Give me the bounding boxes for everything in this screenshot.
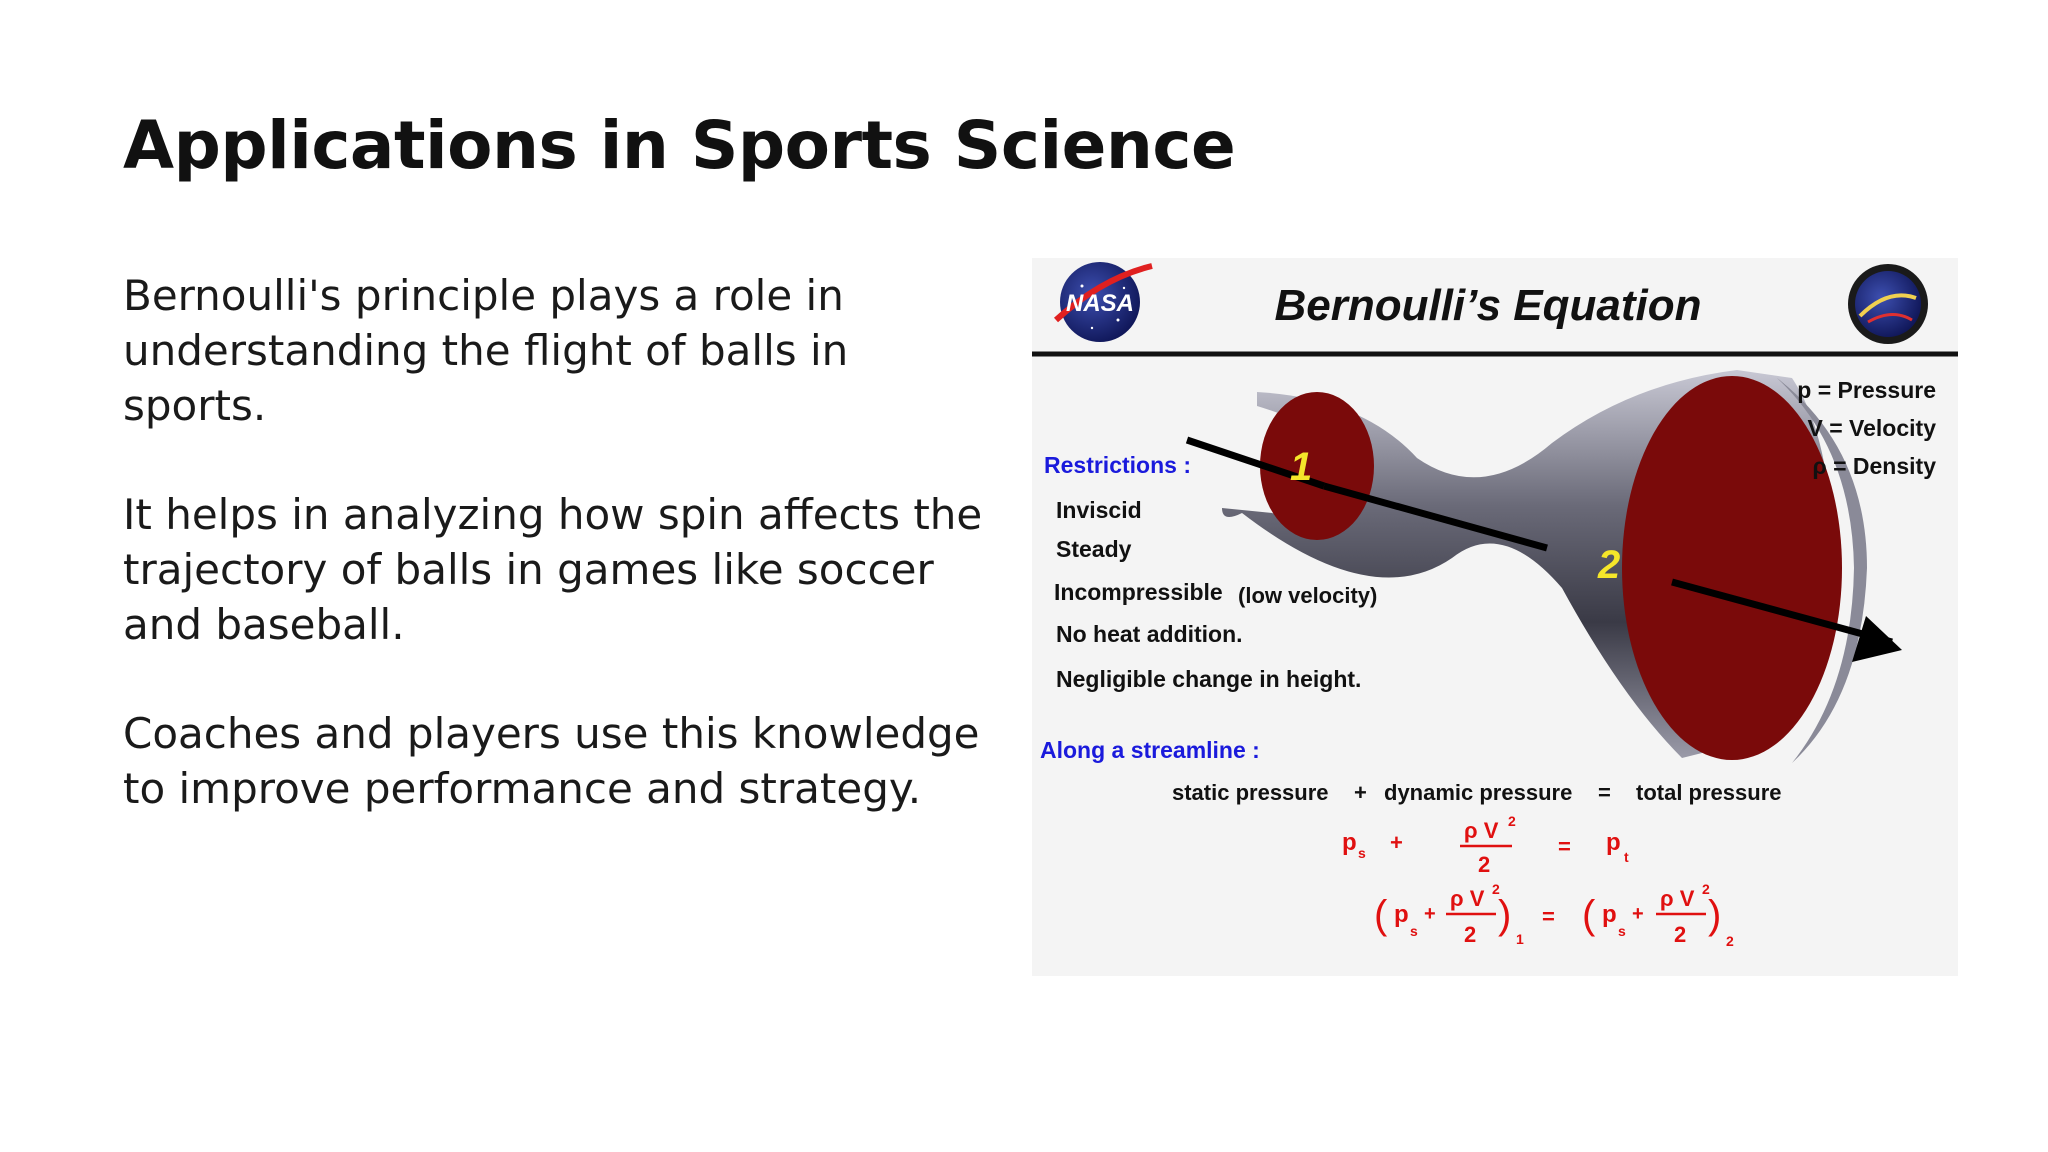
restriction-incompressible: Incompressible xyxy=(1054,579,1223,605)
legend-pressure: p = Pressure xyxy=(1797,377,1936,403)
svg-text:2: 2 xyxy=(1702,881,1710,897)
svg-text:ρ V: ρ V xyxy=(1660,886,1695,911)
svg-text:(: ( xyxy=(1374,893,1388,937)
restriction-no-heat: No heat addition. xyxy=(1056,621,1243,647)
restriction-height: Negligible change in height. xyxy=(1056,666,1361,692)
restrictions-heading: Restrictions : xyxy=(1044,452,1191,478)
svg-text:2: 2 xyxy=(1508,813,1516,829)
word-static-pressure: static pressure xyxy=(1172,780,1329,805)
legend-density: ρ = Density xyxy=(1812,453,1936,479)
svg-text:2: 2 xyxy=(1674,922,1686,947)
svg-text:ρ V: ρ V xyxy=(1450,886,1485,911)
svg-text:2: 2 xyxy=(1492,881,1500,897)
svg-text:=: = xyxy=(1542,904,1555,929)
streamline-heading: Along a streamline : xyxy=(1040,737,1260,763)
variable-legend: p = Pressure V = Velocity ρ = Density xyxy=(1797,377,1936,479)
svg-text:+: + xyxy=(1632,903,1644,925)
svg-text:p: p xyxy=(1394,901,1409,928)
svg-text:1: 1 xyxy=(1516,931,1524,947)
svg-text:s: s xyxy=(1358,845,1366,861)
station-2-label: 2 xyxy=(1597,543,1620,587)
nasa-logo-text: NASA xyxy=(1066,290,1134,317)
word-total-pressure: total pressure xyxy=(1636,780,1782,805)
nasa-logo-icon: NASA xyxy=(1053,262,1153,342)
svg-text:2: 2 xyxy=(1478,852,1490,877)
nozzle-body xyxy=(1222,370,1867,763)
restrictions-list: Restrictions : Inviscid Steady Incompres… xyxy=(1044,452,1377,692)
restriction-steady: Steady xyxy=(1056,536,1132,562)
svg-text:+: + xyxy=(1424,903,1436,925)
figure-title: Bernoulli’s Equation xyxy=(1274,281,1701,330)
slide-title: Applications in Sports Science xyxy=(123,107,1236,184)
flow-arrow xyxy=(1185,436,1902,662)
svg-text:p: p xyxy=(1342,829,1357,856)
svg-text:ρ V: ρ V xyxy=(1464,818,1499,843)
svg-text:p: p xyxy=(1606,829,1621,856)
svg-text:t: t xyxy=(1624,849,1629,865)
restriction-inviscid: Inviscid xyxy=(1056,497,1142,523)
svg-text:(: ( xyxy=(1582,893,1596,937)
svg-text:p: p xyxy=(1602,901,1617,928)
legend-velocity: V = Velocity xyxy=(1808,415,1937,441)
body-text: Bernoulli's principle plays a role in un… xyxy=(123,268,1003,870)
exploration-badge-icon xyxy=(1848,264,1928,344)
svg-text:2: 2 xyxy=(1464,922,1476,947)
svg-text:s: s xyxy=(1618,923,1626,939)
svg-text:): ) xyxy=(1498,893,1511,937)
station-1-label: 1 xyxy=(1290,445,1312,489)
bernoulli-equation-figure: NASA Bernoulli’s Equation 1 2 xyxy=(1032,258,1958,976)
incompressible-note: (low velocity) xyxy=(1238,583,1377,608)
paragraph-3: Coaches and players use this knowledge t… xyxy=(123,709,980,813)
word-equation: static pressure + dynamic pressure = tot… xyxy=(1172,780,1782,805)
word-equals: = xyxy=(1598,780,1611,805)
svg-text:s: s xyxy=(1410,923,1418,939)
svg-text:=: = xyxy=(1558,834,1571,859)
svg-text:2: 2 xyxy=(1726,933,1734,949)
word-plus: + xyxy=(1354,780,1367,805)
paragraph-1: Bernoulli's principle plays a role in un… xyxy=(123,271,849,430)
word-dynamic-pressure: dynamic pressure xyxy=(1384,780,1572,805)
paragraph-2: It helps in analyzing how spin affects t… xyxy=(123,490,983,649)
svg-text:+: + xyxy=(1390,830,1403,855)
svg-text:): ) xyxy=(1708,893,1721,937)
nozzle-diagram: NASA Bernoulli’s Equation 1 2 xyxy=(1032,262,1958,949)
